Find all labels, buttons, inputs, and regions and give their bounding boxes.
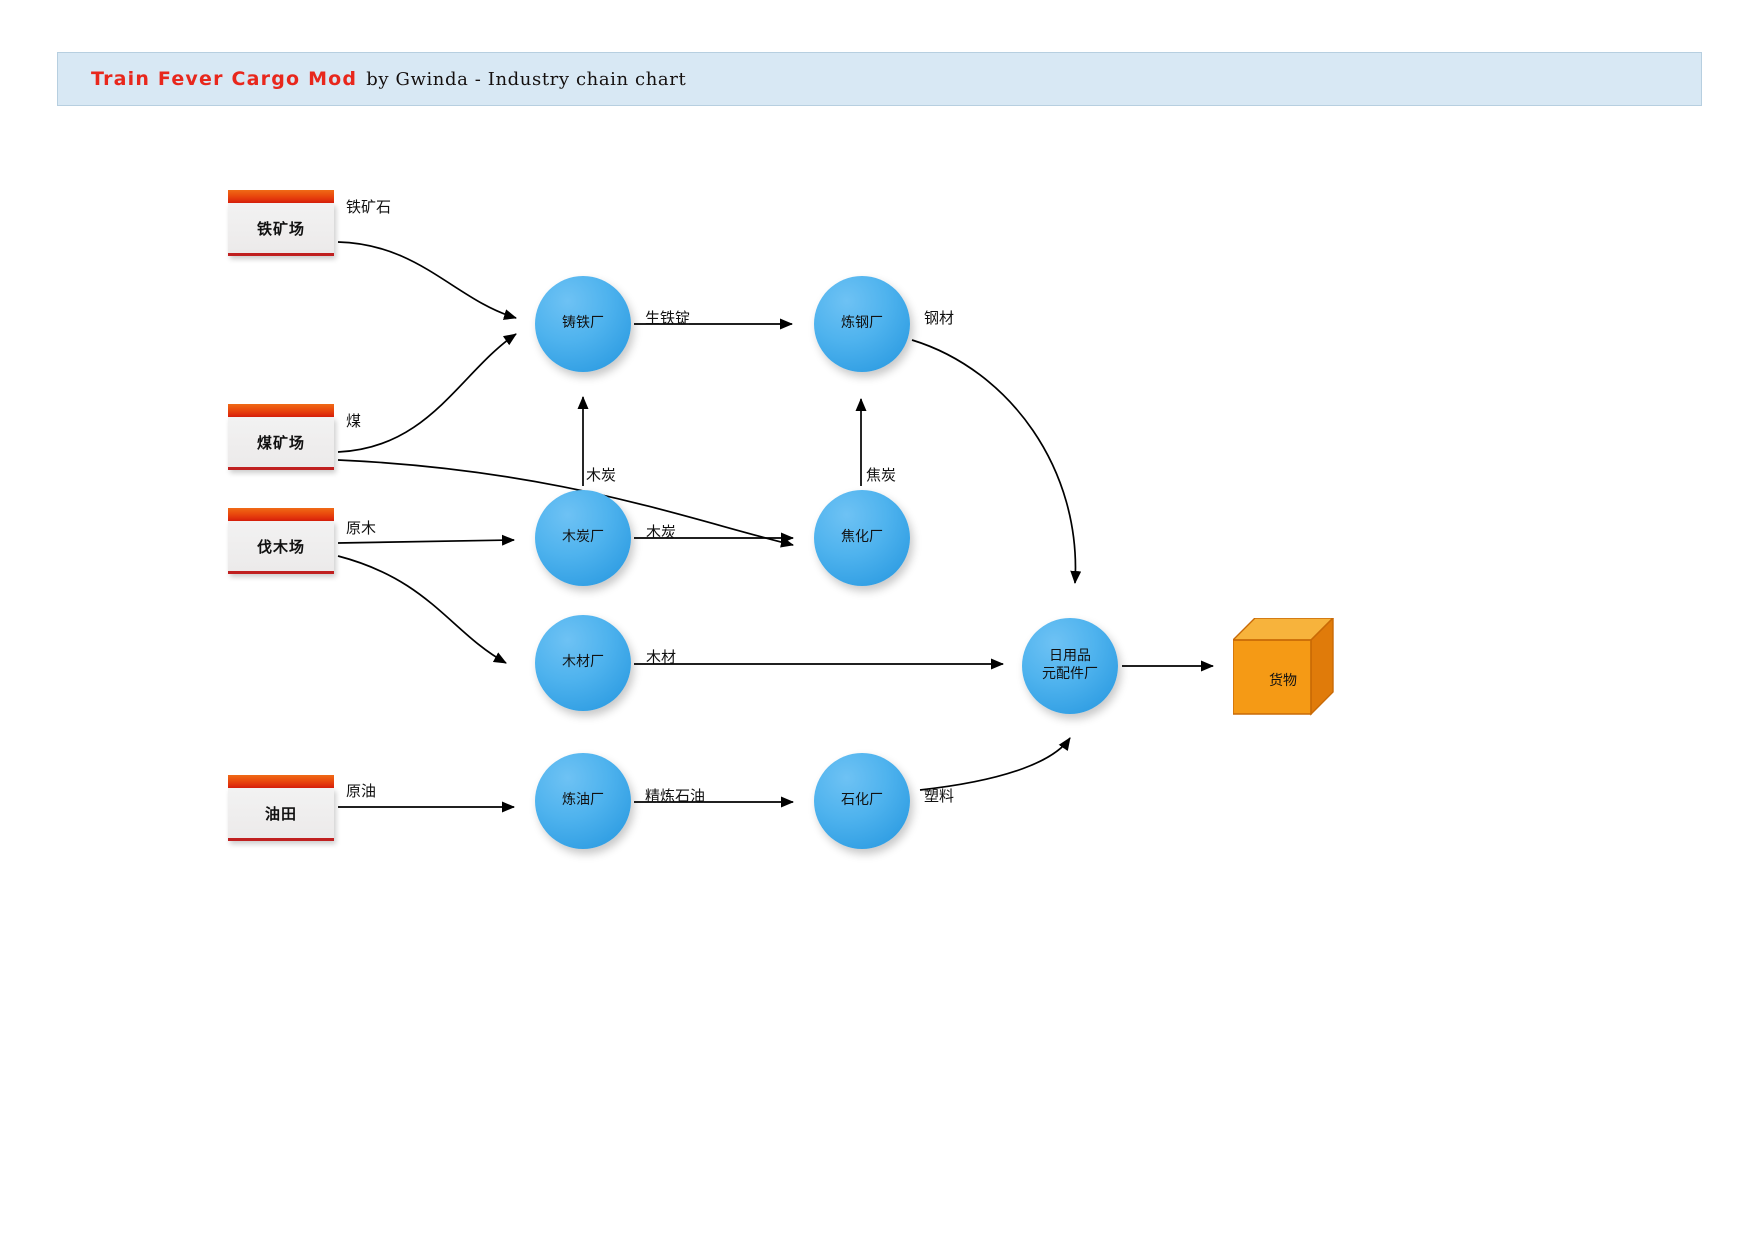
- cargo-label: 货物: [1269, 673, 1297, 689]
- edge-steel: [911, 339, 1082, 584]
- edge-label-coal: 煤: [346, 412, 362, 430]
- edge-label-pig-iron: 生铁锭: [645, 309, 691, 327]
- factory-label: 日用品 元配件厂: [1042, 648, 1098, 682]
- cargo-box-icon: [1231, 616, 1335, 716]
- edge-iron-ore: [337, 241, 517, 320]
- factory-node-goods-plant[interactable]: 日用品 元配件厂: [1022, 618, 1118, 714]
- source-cap: [228, 508, 334, 521]
- source-cap: [228, 404, 334, 417]
- factory-label: 木炭厂: [562, 529, 604, 546]
- title-subtitle: by Gwinda - Industry chain chart: [366, 68, 687, 90]
- edge-label-raw-log: 原木: [346, 519, 377, 537]
- factory-node-cast-iron[interactable]: 铸铁厂: [535, 276, 631, 372]
- factory-node-charcoal[interactable]: 木炭厂: [535, 490, 631, 586]
- edge-label-charcoal-right: 木炭: [646, 523, 677, 541]
- source-node-coal-mine[interactable]: 煤矿场: [228, 404, 334, 470]
- title-brand: Train Fever Cargo Mod: [91, 68, 358, 90]
- source-node-iron-mine[interactable]: 铁矿场: [228, 190, 334, 256]
- source-body: 煤矿场: [228, 417, 334, 470]
- factory-node-steel-mill[interactable]: 炼钢厂: [814, 276, 910, 372]
- factory-node-lumber[interactable]: 木材厂: [535, 615, 631, 711]
- edge-label-steel: 钢材: [924, 309, 955, 327]
- source-node-oil-field[interactable]: 油田: [228, 775, 334, 841]
- edge-label-plastic: 塑料: [924, 787, 955, 805]
- edge-label-refined-oil: 精炼石油: [645, 787, 706, 805]
- source-cap: [228, 775, 334, 788]
- edge-log-to-charcoal: [337, 534, 515, 546]
- edge-coal-to-castiron: [337, 333, 517, 453]
- source-body: 伐木场: [228, 521, 334, 574]
- source-label: 煤矿场: [256, 433, 305, 452]
- factory-label: 石化厂: [841, 792, 883, 809]
- edge-label-charcoal-up: 木炭: [586, 466, 617, 484]
- edge-label-iron-ore: 铁矿石: [346, 198, 392, 216]
- edge-label-coke: 焦炭: [866, 466, 897, 484]
- factory-label: 木材厂: [562, 654, 604, 671]
- factory-label: 炼钢厂: [841, 315, 883, 332]
- factory-label: 焦化厂: [841, 529, 883, 546]
- edge-label-crude-oil: 原油: [346, 782, 377, 800]
- source-node-logging-camp[interactable]: 伐木场: [228, 508, 334, 574]
- edge-log-to-lumber: [337, 555, 507, 664]
- source-label: 伐木场: [256, 537, 305, 556]
- source-label: 铁矿场: [256, 219, 305, 238]
- source-body: 铁矿场: [228, 203, 334, 256]
- source-label: 油田: [264, 804, 297, 823]
- edge-label-timber: 木材: [646, 648, 677, 666]
- factory-label: 铸铁厂: [562, 315, 604, 332]
- source-cap: [228, 190, 334, 203]
- source-body: 油田: [228, 788, 334, 841]
- factory-node-petrochemical[interactable]: 石化厂: [814, 753, 910, 849]
- factory-node-refinery[interactable]: 炼油厂: [535, 753, 631, 849]
- edge-plastic: [919, 737, 1071, 791]
- cargo-output-node[interactable]: 货物: [1231, 616, 1345, 718]
- factory-label: 炼油厂: [562, 792, 604, 809]
- title-bar: Train Fever Cargo Mod by Gwinda - Indust…: [57, 52, 1702, 106]
- factory-node-coking[interactable]: 焦化厂: [814, 490, 910, 586]
